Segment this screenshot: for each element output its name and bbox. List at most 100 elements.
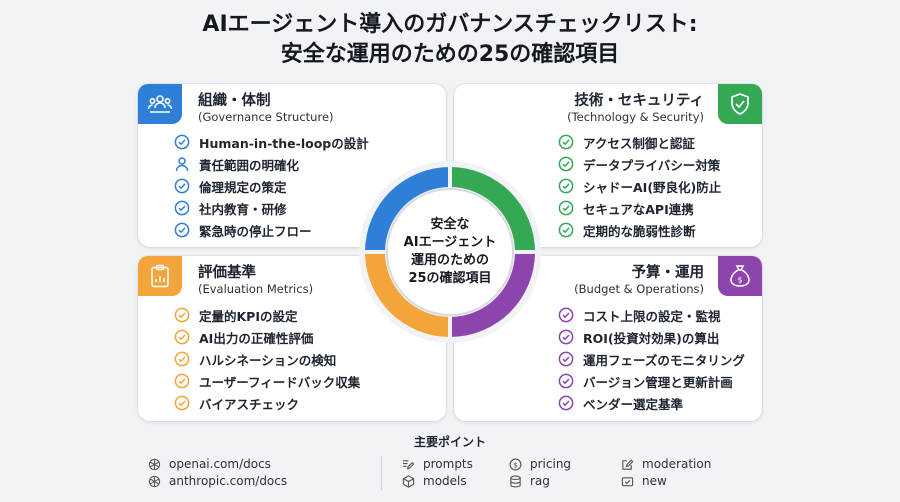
- title-line-1: AIエージェント導入のガバナンスチェックリスト:: [202, 12, 698, 37]
- list-item: ユーザーフィードバック収集: [174, 370, 360, 392]
- check-circle-icon: [174, 351, 190, 367]
- list-item: バージョン管理と更新計画: [558, 370, 745, 392]
- item-label: コスト上限の設定・監視: [583, 308, 721, 324]
- item-label: AI出力の正確性評価: [199, 330, 314, 346]
- shield-check-icon: [718, 84, 762, 124]
- item-label: 緊急時の停止フロー: [199, 223, 312, 239]
- check-circle-icon: [174, 200, 190, 216]
- center-line-3: 運用のための: [410, 253, 489, 268]
- person-icon: [175, 157, 189, 172]
- governance-card: 組織・体制 (Governance Structure) Human-in-th…: [138, 84, 446, 247]
- item-label: Human-in-the-loopの設計: [199, 135, 369, 151]
- check-circle-icon: [558, 329, 574, 345]
- ring-segment-budget: [450, 252, 535, 337]
- topic-prompts: prompts: [402, 457, 473, 471]
- list-item: 運用フェーズのモニタリング: [558, 348, 745, 370]
- item-label: データプライバシー対策: [583, 157, 721, 173]
- openai-logo-icon: [148, 475, 161, 487]
- center-label: 安全な AIエージェント 運用のための 25の確認項目: [358, 160, 542, 344]
- topic-new: new: [621, 474, 667, 488]
- check-circle-icon: [174, 373, 190, 389]
- center-ring: [358, 160, 542, 344]
- check-mail-icon: [621, 476, 634, 486]
- list-item: ベンダー選定基準: [558, 392, 745, 414]
- budget-subtitle: (Budget & Operations): [574, 282, 704, 296]
- check-circle-icon: [558, 156, 574, 172]
- item-label: セキュアなAPI連携: [583, 201, 694, 217]
- item-label: バイアスチェック: [199, 396, 300, 412]
- topic-label: new: [642, 474, 667, 488]
- box-icon: [402, 474, 415, 488]
- ring-segment-governance: [365, 167, 450, 252]
- list-item: セキュアなAPI連携: [558, 197, 721, 219]
- evaluation-subtitle: (Evaluation Metrics): [198, 282, 314, 296]
- page-title: AIエージェント導入のガバナンスチェックリスト: 安全な運用のための25の確認項…: [0, 10, 900, 70]
- title-line-2: 安全な運用のための25の確認項目: [280, 42, 620, 67]
- source-link-anthropic[interactable]: anthropic.com/docs: [148, 474, 287, 488]
- item-label: 社内教育・研修: [199, 201, 287, 217]
- item-label: アクセス制御と認証: [583, 135, 695, 151]
- item-label: 定期的な脆弱性診断: [583, 223, 696, 239]
- list-item: ハルシネーションの検知: [174, 348, 360, 370]
- topic-models: models: [402, 474, 467, 488]
- list-item: シャドーAI(野良化)防止: [558, 175, 721, 197]
- list-item: コスト上限の設定・監視: [558, 304, 745, 326]
- list-item: バイアスチェック: [174, 392, 360, 414]
- topic-pricing: $ pricing: [509, 457, 571, 471]
- governance-subtitle: (Governance Structure): [198, 110, 334, 124]
- governance-list: Human-in-the-loopの設計 責任範囲の明確化 倫理規定の策定 社内…: [174, 131, 369, 241]
- list-item: AI出力の正確性評価: [174, 326, 360, 348]
- check-circle-icon: [174, 329, 190, 345]
- source-link-openai[interactable]: openai.com/docs: [148, 457, 271, 471]
- list-item: ROI(投資対効果)の算出: [558, 326, 745, 348]
- list-item: 社内教育・研修: [174, 197, 369, 219]
- list-item: データプライバシー対策: [558, 153, 721, 175]
- security-title: 技術・セキュリティ: [574, 93, 704, 109]
- check-circle-icon: [558, 395, 574, 411]
- security-subtitle: (Technology & Security): [567, 110, 704, 124]
- topic-label: pricing: [530, 457, 572, 471]
- check-circle-icon: [174, 395, 190, 411]
- item-label: 倫理規定の策定: [199, 179, 287, 195]
- list-item: 緊急時の停止フロー: [174, 219, 369, 241]
- ring-segment-evaluation: [365, 252, 450, 337]
- dollar-circle-icon: $: [509, 458, 522, 470]
- people-icon: [138, 84, 182, 124]
- center-line-1: 安全な: [430, 217, 470, 232]
- evaluation-card: 評価基準 (Evaluation Metrics) 定量的KPIの設定 AI出力…: [138, 256, 446, 421]
- check-circle-icon: [558, 222, 574, 238]
- item-label: ベンダー選定基準: [583, 396, 684, 412]
- security-list: アクセス制御と認証 データプライバシー対策 シャドーAI(野良化)防止 セキュア…: [558, 131, 721, 241]
- center-line-2: AIエージェント: [403, 235, 497, 250]
- svg-text:$: $: [737, 276, 742, 285]
- footer-title: 主要ポイント: [413, 435, 486, 449]
- item-label: ユーザーフィードバック収集: [199, 374, 361, 390]
- source-label: anthropic.com/docs: [169, 474, 288, 488]
- money-bag-icon: $: [718, 256, 762, 296]
- topic-label: rag: [530, 474, 550, 488]
- check-circle-icon: [174, 134, 190, 150]
- topic-label: moderation: [642, 457, 712, 471]
- budget-title: 予算・運用: [631, 265, 705, 281]
- check-circle-icon: [558, 373, 574, 389]
- check-circle-icon: [174, 178, 190, 194]
- budget-list: コスト上限の設定・監視 ROI(投資対効果)の算出 運用フェーズのモニタリング …: [558, 304, 745, 414]
- clipboard-chart-icon: [138, 256, 182, 296]
- list-item: 責任範囲の明確化: [174, 153, 369, 175]
- check-circle-icon: [558, 178, 574, 194]
- topic-label: models: [423, 474, 467, 488]
- item-label: 定量的KPIの設定: [199, 308, 298, 324]
- item-label: ROI(投資対効果)の算出: [583, 330, 720, 346]
- check-circle-icon: [558, 307, 574, 323]
- ring-segment-security: [450, 167, 535, 252]
- list-item: 倫理規定の策定: [174, 175, 369, 197]
- check-circle-icon: [558, 351, 574, 367]
- list-item: 定量的KPIの設定: [174, 304, 360, 326]
- svg-text:$: $: [513, 460, 518, 469]
- pen-lines-icon: [402, 459, 415, 469]
- item-label: 運用フェーズのモニタリング: [583, 352, 745, 368]
- item-label: シャドーAI(野良化)防止: [583, 179, 722, 195]
- topic-rag: rag: [509, 474, 550, 488]
- item-label: バージョン管理と更新計画: [583, 374, 733, 390]
- item-label: 責任範囲の明確化: [199, 157, 300, 173]
